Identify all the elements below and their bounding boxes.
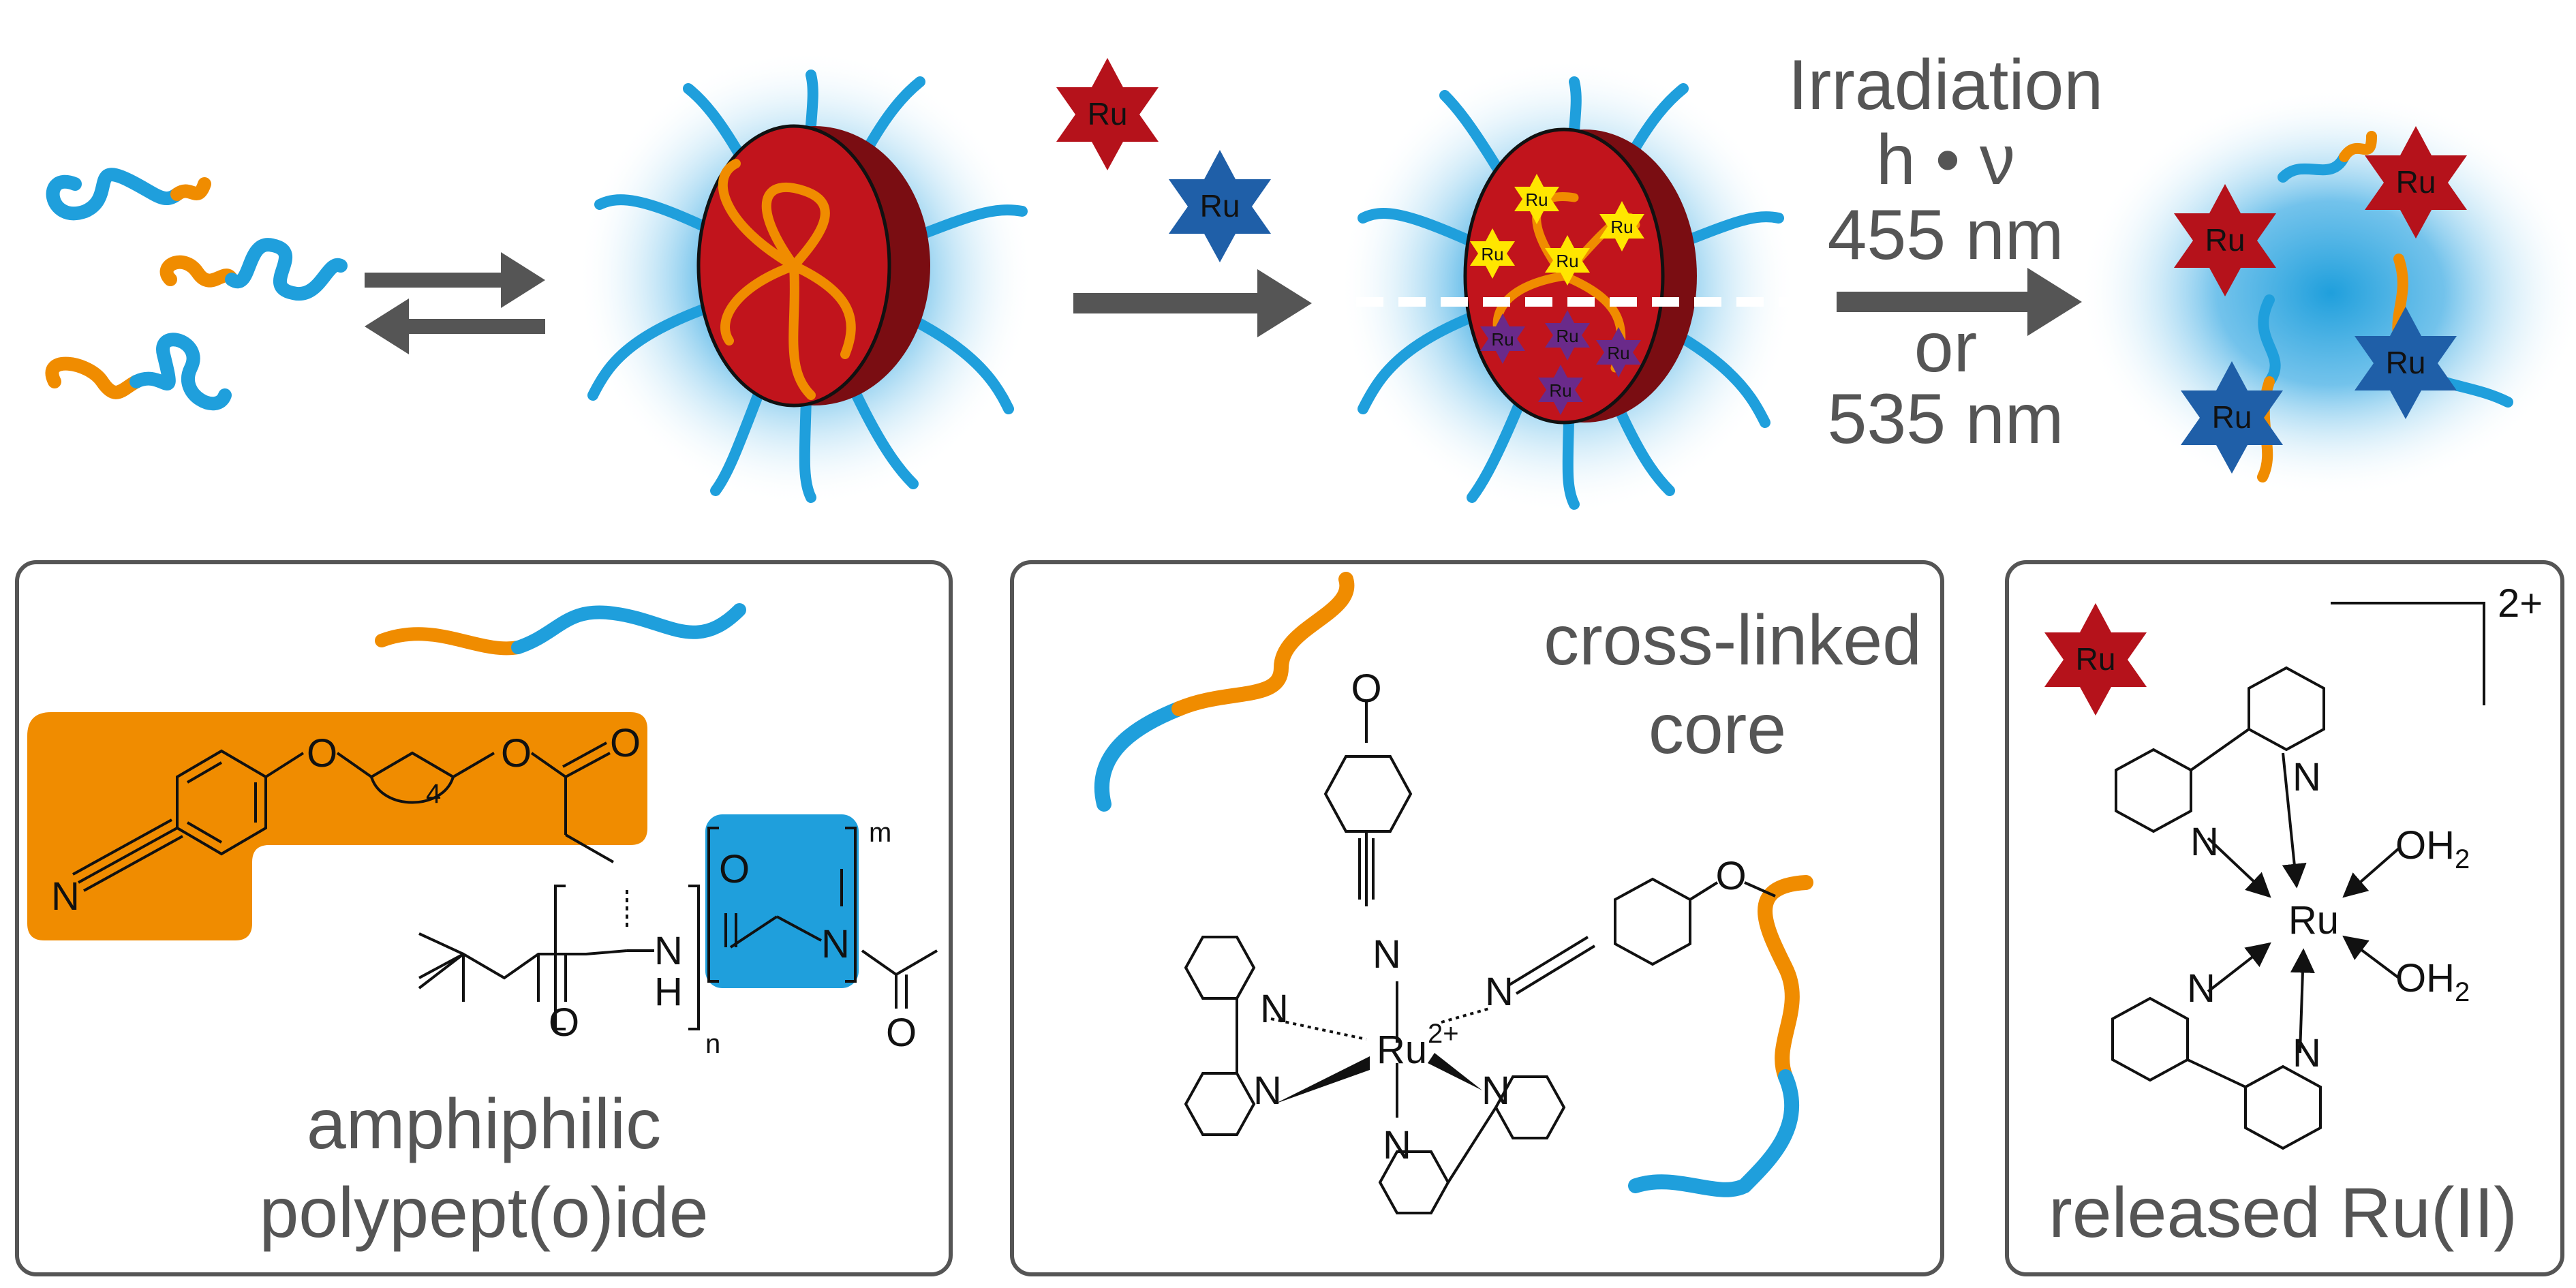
panel-caption: cross-linked <box>1544 601 1922 680</box>
atom-n: N <box>2190 820 2219 864</box>
subscript-m: m <box>869 818 891 848</box>
ru-label: Ru <box>1549 380 1571 401</box>
atom-n: N <box>2187 966 2215 1011</box>
atom-o: O <box>886 1011 917 1055</box>
subscript-n: n <box>705 1029 720 1059</box>
complex-charge: 2+ <box>2498 581 2543 626</box>
ru-star-red: Ru <box>2365 126 2467 239</box>
atom-n: N <box>2293 1031 2321 1075</box>
hydrophilic-block-highlight <box>705 814 859 988</box>
panel-released-ru: Ru 2+ N N Ru N N OH2 OH2 released Ru(II) <box>2005 560 2564 1276</box>
atom-o: O <box>1715 854 1746 898</box>
ru-star-red: Ru <box>2174 184 2276 296</box>
ru-center: Ru <box>1377 1028 1427 1072</box>
ru-label: Ru <box>1556 251 1578 271</box>
ru-label: Ru <box>1607 343 1629 363</box>
hydrophobic-block-highlight <box>27 712 647 940</box>
atom-o: O <box>719 847 750 891</box>
atom-n: N <box>2293 755 2321 799</box>
panel-caption: amphiphilic <box>307 1085 661 1164</box>
ru-label: Ru <box>1481 244 1503 264</box>
panel-amphiphilic: N O O O 4 O N H n O N m O amphiphilic po… <box>15 560 953 1276</box>
ru-star-blue: Ru <box>2181 361 2283 474</box>
ru-star-purple: Ru <box>1538 365 1583 415</box>
ru-star-yellow: Ru <box>1545 235 1590 286</box>
ru-star-purple: Ru <box>1596 327 1641 378</box>
ru-star-blue-top: Ru <box>1169 150 1271 262</box>
micelle-loaded: Ru Ru Ru Ru Ru Ru Ru Ru <box>1339 58 1796 515</box>
panel-caption: released Ru(II) <box>2049 1174 2517 1253</box>
panel-cross-linked-core: cross-linked core <box>1010 560 1944 1276</box>
ru-label: Ru <box>1525 189 1548 210</box>
atom-n: N <box>1253 1069 1282 1113</box>
atom-n: N <box>1383 1123 1411 1167</box>
ru-star-blue: Ru <box>2355 307 2457 419</box>
irradiation-label: Irradiation <box>1788 46 2103 125</box>
h-nu-label: h • ν <box>1876 121 2015 200</box>
or-label: or <box>1914 308 1977 387</box>
ru-label: Ru <box>1200 188 1240 224</box>
wavelength-455: 455 nm <box>1828 196 2064 275</box>
ru-star-yellow: Ru <box>1514 174 1559 224</box>
ru-label: Ru <box>2212 399 2252 435</box>
free-polymer-chains <box>45 168 348 411</box>
panel-caption: polypept(o)ide <box>259 1174 708 1253</box>
ru-label: Ru <box>1088 96 1128 132</box>
atom-n: N <box>1482 1069 1510 1113</box>
irradiation-arrow <box>1837 268 2082 336</box>
atom-o: O <box>501 731 532 776</box>
ru-star-purple: Ru <box>1545 310 1590 361</box>
wavelength-535: 535 nm <box>1828 380 2064 459</box>
released-state: Ru Ru Ru Ru <box>2079 89 2576 497</box>
atom-o: O <box>307 731 337 776</box>
water-ligand: OH2 <box>2395 956 2470 1007</box>
loading-arrow <box>1073 269 1312 337</box>
ru-star-red-top: Ru <box>1056 58 1159 170</box>
atom-n: N <box>821 922 850 966</box>
ru-star-yellow: Ru <box>1470 228 1515 279</box>
ru-star-red: Ru <box>2044 603 2147 716</box>
atom-o: O <box>1351 666 1381 711</box>
atom-n: N <box>1485 970 1514 1014</box>
atom-n: N <box>51 874 80 919</box>
atom-o: O <box>549 1000 579 1045</box>
ru-label: Ru <box>2396 164 2436 200</box>
subscript-4: 4 <box>426 779 441 809</box>
atom-n: N <box>654 929 683 973</box>
micelle-empty <box>577 50 1034 506</box>
ru-charge: 2+ <box>1428 1019 1459 1049</box>
equilibrium-arrows <box>365 252 545 354</box>
panel-caption: core <box>1649 690 1786 769</box>
atom-n: N <box>1373 932 1401 977</box>
ru-label: Ru <box>2076 641 2116 677</box>
ru-label: Ru <box>2386 345 2426 380</box>
atom-h: H <box>654 970 683 1014</box>
ru-label: Ru <box>2205 222 2245 258</box>
water-ligand: OH2 <box>2395 823 2470 874</box>
atom-o: O <box>610 721 641 765</box>
ru-center: Ru <box>2288 898 2339 942</box>
ru-star-purple: Ru <box>1480 313 1525 364</box>
atom-n: N <box>1260 987 1289 1031</box>
ru-label: Ru <box>1610 217 1633 237</box>
ru-label: Ru <box>1556 326 1578 346</box>
ru-label: Ru <box>1491 329 1514 350</box>
ru-star-yellow: Ru <box>1599 201 1644 251</box>
